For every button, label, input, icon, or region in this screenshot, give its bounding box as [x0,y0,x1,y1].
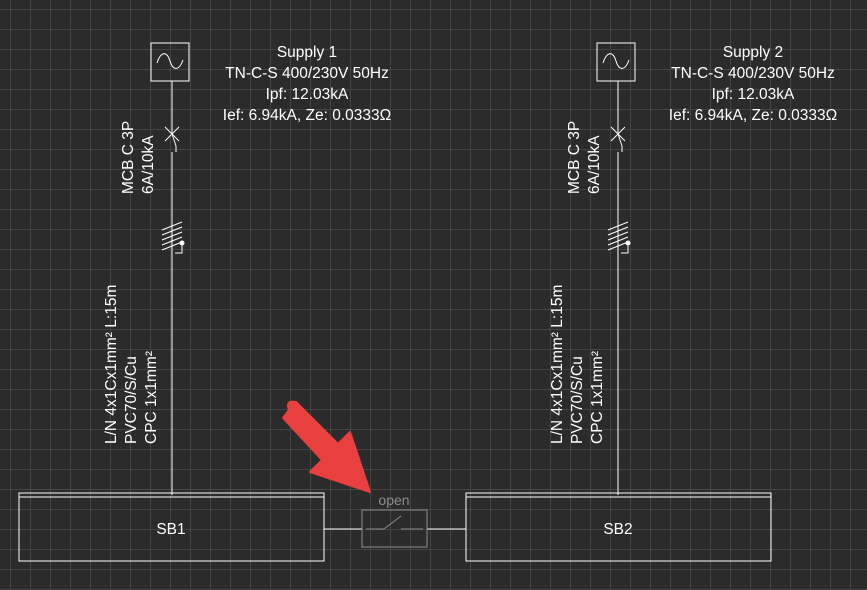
supply-1-ief: Ief: 6.94kA, Ze: 0.0333Ω [223,107,391,124]
mcb-2-type: MCB C 3P [566,121,583,194]
sine-wave-icon [156,53,184,69]
tie-switch-state: open [378,492,409,508]
switchboard-sb1[interactable]: SB1 [18,492,325,562]
supply-1-ipf: Ipf: 12.03kA [266,86,349,103]
ac-source-icon[interactable] [596,42,636,82]
supply-2-ipf: Ipf: 12.03kA [712,86,795,103]
supply-2-name: Supply 2 [723,44,783,61]
cable-1-conductors: L/N 4x1Cx1mm² L:15m [103,285,120,444]
supply-1[interactable]: Supply 1 TN-C-S 400/230V 50Hz Ipf: 12.03… [150,42,391,124]
open-switch-icon [383,515,402,530]
supply-1-system: TN-C-S 400/230V 50Hz [225,65,389,82]
cable-1-cpc: CPC 1x1mm² [143,351,160,444]
mcb-1[interactable] [164,126,180,152]
cable-2-cpc: CPC 1x1mm² [589,351,606,444]
mcb-2[interactable] [610,126,626,152]
switchboard-sb2[interactable]: SB2 [465,492,772,562]
sb2-label: SB2 [603,521,632,538]
mcb-1-rating: 6A/10kA [140,135,157,194]
annotation-arrow-icon [282,400,371,493]
cable-1-insulation: PVC70/S/Cu [123,356,140,444]
supply-2-system: TN-C-S 400/230V 50Hz [671,65,835,82]
sb1-label: SB1 [156,521,185,538]
cable-2-hatch-icon [607,221,631,254]
ac-source-icon[interactable] [150,42,190,82]
supply-2[interactable]: Supply 2 TN-C-S 400/230V 50Hz Ipf: 12.03… [596,42,837,124]
mcb-1-type: MCB C 3P [120,121,137,194]
mcb-2-rating: 6A/10kA [586,135,603,194]
cable-2-insulation: PVC70/S/Cu [569,356,586,444]
sine-wave-icon [602,53,630,69]
bus-tie-switch[interactable]: open [361,492,428,548]
cable-2-conductors: L/N 4x1Cx1mm² L:15m [549,285,566,444]
supply-1-name: Supply 1 [277,44,337,61]
supply-2-ief: Ief: 6.94kA, Ze: 0.0333Ω [669,107,837,124]
cable-1-hatch-icon [161,221,185,254]
